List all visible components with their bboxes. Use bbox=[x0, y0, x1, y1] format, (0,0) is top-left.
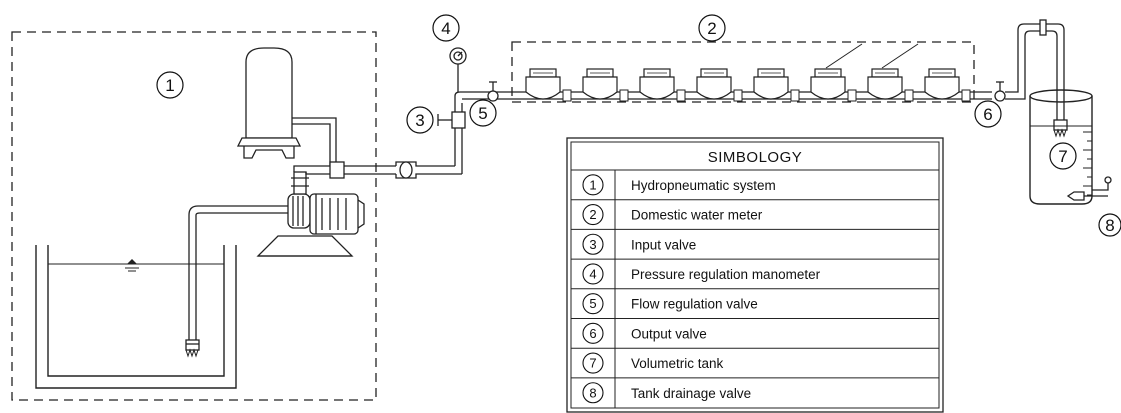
symbology-label: Domestic water meter bbox=[631, 208, 763, 223]
volumetric-tank-scale bbox=[1083, 131, 1092, 196]
callout-1: 1 bbox=[156, 71, 184, 99]
symbology-row: 7 Volumetric tank bbox=[571, 347, 939, 378]
symbology-number-circle bbox=[582, 233, 604, 255]
symbology-number: 4 bbox=[589, 266, 596, 281]
reservoir-tank bbox=[35, 245, 237, 389]
callout-6: 6 bbox=[974, 100, 1002, 128]
outlet-pipe bbox=[1005, 19, 1068, 138]
symbology-number: 6 bbox=[589, 326, 596, 341]
pressure-manometer bbox=[449, 47, 467, 92]
callout-4-label: 4 bbox=[441, 19, 450, 38]
symbology-number-circle bbox=[582, 352, 604, 374]
symbology-number-circle bbox=[582, 204, 604, 226]
symbology-number: 2 bbox=[589, 207, 596, 222]
callout-3: 3 bbox=[406, 106, 434, 134]
callout-6-label: 6 bbox=[983, 105, 992, 124]
riser-pipe bbox=[454, 91, 463, 174]
water-meter bbox=[753, 68, 800, 102]
symbology-label: Pressure regulation manometer bbox=[631, 267, 821, 282]
callout-2: 2 bbox=[698, 14, 726, 42]
callout-8: 8 bbox=[1098, 213, 1121, 237]
output-valve bbox=[994, 81, 1006, 102]
symbology-number: 7 bbox=[589, 356, 596, 371]
symbology-number: 5 bbox=[589, 296, 596, 311]
symbology-number-circle bbox=[582, 293, 604, 315]
water-meter bbox=[924, 68, 971, 102]
symbology-row: 6 Output valve bbox=[571, 318, 939, 349]
hydropneumatic-system-boundary bbox=[11, 31, 377, 401]
water-meter bbox=[810, 68, 857, 102]
callout-1-label: 1 bbox=[165, 76, 174, 95]
symbology-number: 8 bbox=[589, 385, 596, 400]
discharge-pipe bbox=[293, 161, 462, 179]
water-meter bbox=[639, 68, 686, 102]
symbology-label: Flow regulation valve bbox=[631, 297, 758, 312]
callout-2-label: 2 bbox=[707, 19, 716, 38]
symbology-rows: 1 Hydropneumatic system 2 Domestic water me… bbox=[571, 170, 939, 408]
symbology-title: SIMBOLOGY bbox=[708, 149, 803, 166]
callout-7-label: 7 bbox=[1058, 147, 1067, 166]
symbology-row: 1 Hydropneumatic system bbox=[582, 170, 776, 200]
water-meter bbox=[867, 68, 914, 102]
water-meter bbox=[525, 68, 572, 102]
symbology-table: SIMBOLOGY 1 Hydropneumatic system 2 Domesti… bbox=[566, 137, 944, 413]
symbology-label: Output valve bbox=[631, 326, 707, 341]
leader-lines bbox=[825, 43, 919, 69]
callout-7: 7 bbox=[1049, 142, 1077, 170]
water-meter bbox=[582, 68, 629, 102]
symbology-number-circle bbox=[582, 174, 604, 196]
callout-8-label: 8 bbox=[1105, 216, 1114, 235]
tank-drainage-valve bbox=[1066, 176, 1112, 201]
symbology-row: 3 Input valve bbox=[571, 228, 939, 260]
callout-5: 5 bbox=[469, 99, 497, 127]
input-valve bbox=[437, 111, 466, 129]
water-meters bbox=[525, 68, 971, 102]
symbology-number-circle bbox=[582, 382, 604, 404]
symbology-label: Hydropneumatic system bbox=[631, 178, 776, 193]
symbology-row: 4 Pressure regulation manometer bbox=[571, 258, 939, 289]
volumetric-tank bbox=[1029, 89, 1093, 205]
symbology-label: Volumetric tank bbox=[631, 356, 724, 371]
meter-line-pipe bbox=[498, 91, 992, 100]
water-meter bbox=[696, 68, 743, 102]
water-meter-group-boundary bbox=[511, 41, 975, 103]
symbology-row: 5 Flow regulation valve bbox=[571, 288, 939, 319]
pump-motor bbox=[256, 171, 365, 257]
symbology-row: 8 Tank drainage valve bbox=[571, 377, 939, 408]
flow-regulation-valve bbox=[462, 81, 499, 102]
callout-4: 4 bbox=[432, 14, 460, 42]
symbology-label: Tank drainage valve bbox=[631, 386, 751, 401]
symbology-row: 2 Domestic water meter bbox=[571, 199, 939, 230]
symbology-label: Input valve bbox=[631, 237, 696, 252]
pressure-vessel bbox=[236, 47, 337, 166]
symbology-number-circle bbox=[582, 263, 604, 285]
callout-3-label: 3 bbox=[415, 111, 424, 130]
callout-5-label: 5 bbox=[478, 104, 487, 123]
symbology-number: 1 bbox=[589, 177, 596, 192]
symbology-number: 3 bbox=[589, 237, 596, 252]
suction-pipe bbox=[185, 205, 290, 358]
symbology-number-circle bbox=[582, 322, 604, 344]
